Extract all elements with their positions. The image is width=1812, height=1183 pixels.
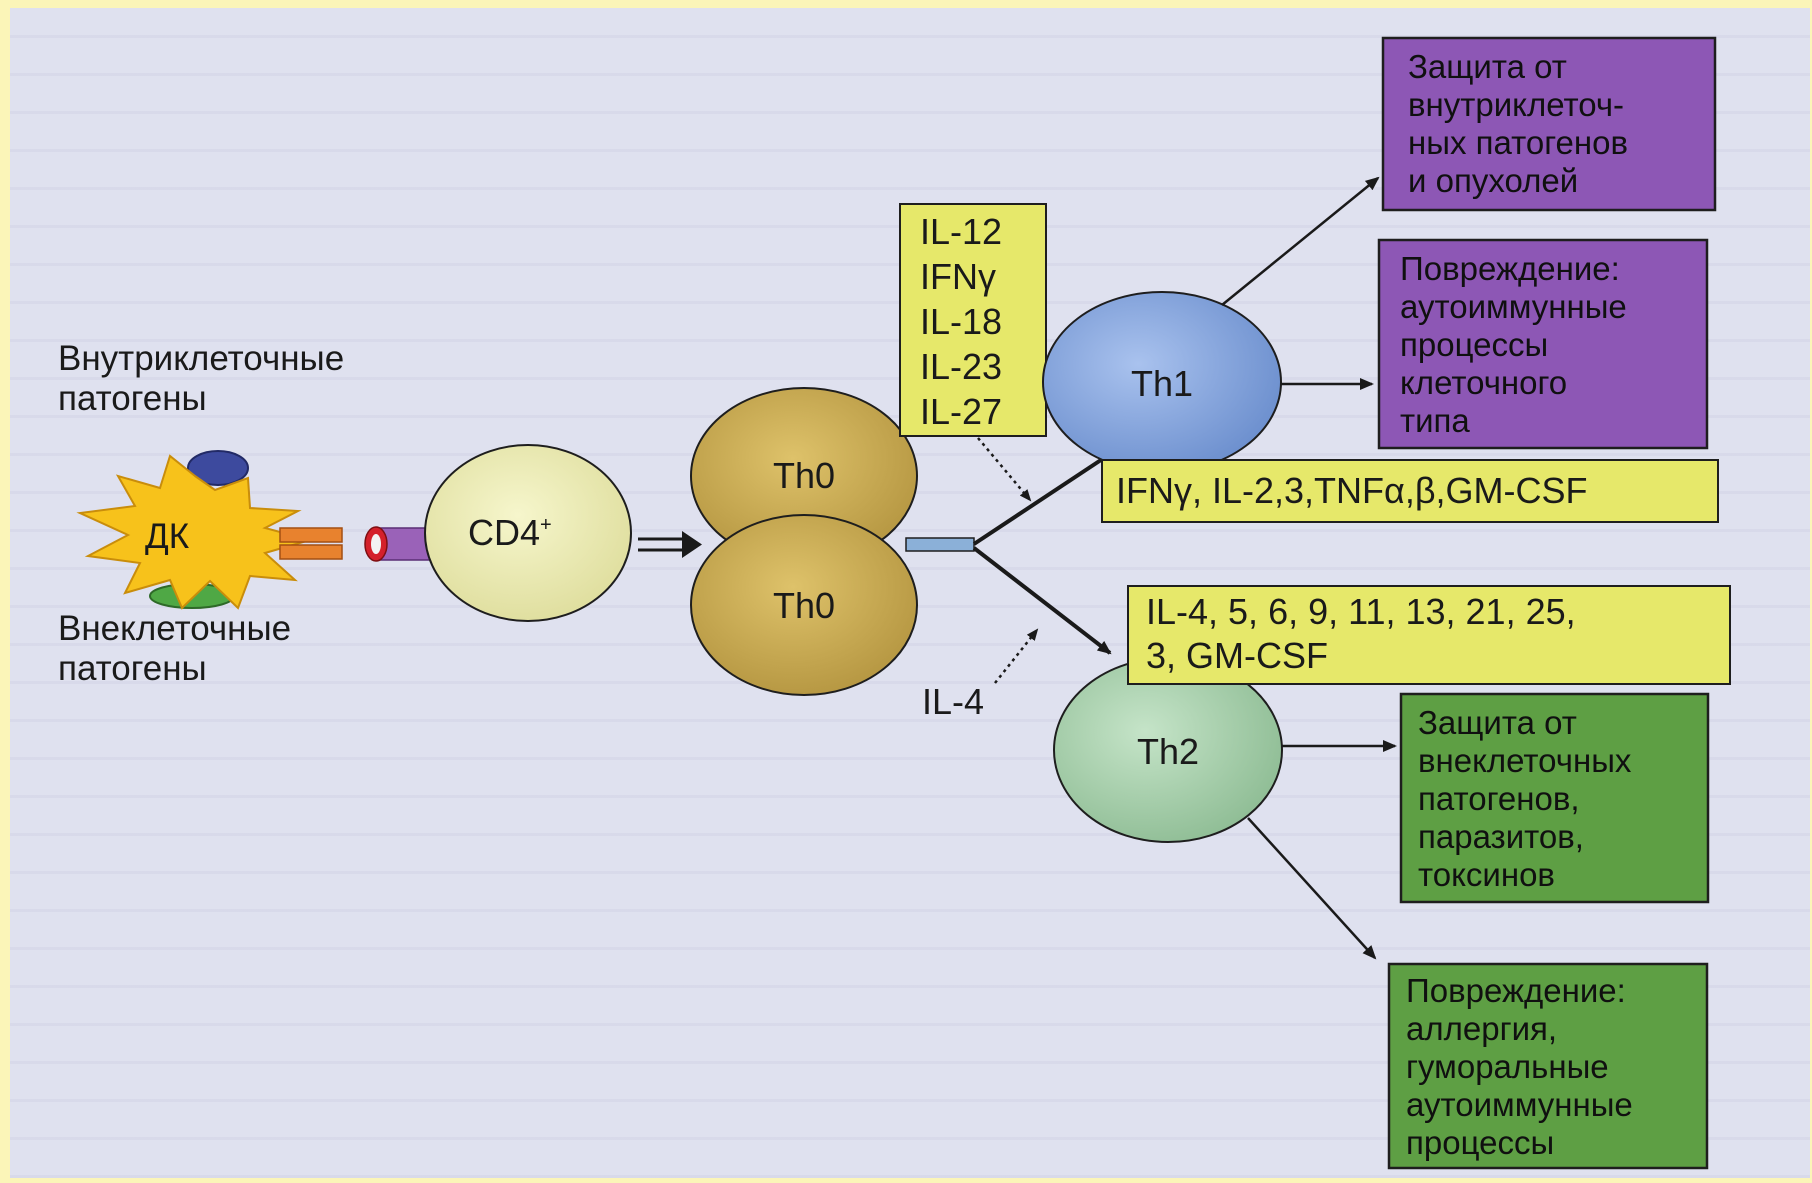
svg-text:внеклеточных: внеклеточных — [1418, 742, 1632, 779]
th0-bottom-label: Th0 — [773, 585, 835, 626]
svg-text:патогены: патогены — [58, 649, 207, 688]
svg-text:IL-18: IL-18 — [920, 301, 1002, 342]
svg-text:аллергия,: аллергия, — [1406, 1010, 1557, 1047]
svg-text:Внутриклеточные: Внутриклеточные — [58, 339, 344, 378]
svg-text:патогены: патогены — [58, 379, 207, 418]
svg-text:аутоиммунные: аутоиммунные — [1400, 288, 1627, 325]
svg-text:IFNγ: IFNγ — [920, 256, 996, 297]
svg-text:ных патогенов: ных патогенов — [1408, 124, 1628, 161]
svg-text:Повреждение:: Повреждение: — [1400, 250, 1620, 287]
th0-top-label: Th0 — [773, 455, 835, 496]
svg-text:типа: типа — [1400, 402, 1470, 439]
th0-cell-top: Th0 — [690, 387, 918, 565]
svg-text:Защита от: Защита от — [1408, 48, 1567, 85]
th2-protection-box: Защита от внеклеточных патогенов, парази… — [1399, 692, 1710, 904]
th1-cytokines-box: IFNγ, IL-2,3,TNFα,β,GM-CSF — [1101, 459, 1719, 523]
th1-label: Th1 — [1131, 363, 1193, 404]
th2-label: Th2 — [1137, 731, 1199, 772]
th1-to-protection-arrow — [1221, 176, 1380, 306]
svg-text:клеточного: клеточного — [1400, 364, 1567, 401]
svg-text:процессы: процессы — [1400, 326, 1548, 363]
svg-text:IL-27: IL-27 — [920, 391, 1002, 432]
svg-text:IL-23: IL-23 — [920, 346, 1002, 387]
dendritic-cell: ДК — [76, 450, 314, 610]
cd4-label: CD4+ — [468, 512, 552, 553]
svg-text:патогенов,: патогенов, — [1418, 780, 1580, 817]
th0-branch-connector — [905, 537, 975, 552]
svg-text:гуморальные: гуморальные — [1406, 1048, 1609, 1085]
extracellular-pathogens-label: Внеклеточные патогены — [58, 609, 291, 688]
svg-text:и опухолей: и опухолей — [1408, 162, 1578, 199]
svg-text:IL-12: IL-12 — [920, 211, 1002, 252]
tcr-receptor — [364, 526, 431, 562]
th2-cytokines-box: IL-4, 5, 6, 9, 11, 13, 21, 25, 3, GM-CSF — [1127, 585, 1731, 685]
th1-inducer-arrow — [977, 437, 1032, 502]
branch-to-th2-arrow — [972, 546, 1112, 655]
th1-protection-box: Защита от внутриклеточ- ных патогенов и … — [1381, 36, 1717, 212]
th-differentiation-diagram: Внутриклеточные патогены Внеклеточные па… — [58, 36, 1731, 1170]
th1-damage-box: Повреждение: аутоиммунные процессы клето… — [1377, 238, 1709, 450]
svg-text:токсинов: токсинов — [1418, 856, 1555, 893]
svg-text:IFNγ, IL-2,3,TNFα,β,GM-CSF: IFNγ, IL-2,3,TNFα,β,GM-CSF — [1116, 470, 1588, 511]
intracellular-antigen-icon — [187, 450, 249, 486]
svg-text:паразитов,: паразитов, — [1418, 818, 1584, 855]
th0-cell-bottom: Th0 — [690, 514, 918, 696]
svg-text:процессы: процессы — [1406, 1124, 1554, 1161]
dc-label: ДК — [145, 517, 190, 556]
svg-text:3, GM-CSF: 3, GM-CSF — [1146, 635, 1328, 676]
th1-cell: Th1 — [1042, 291, 1282, 473]
svg-text:аутоиммунные: аутоиммунные — [1406, 1086, 1633, 1123]
mhc-complex — [279, 527, 343, 560]
branch-to-th1-arrow — [972, 452, 1112, 546]
cd4-cell: CD4+ — [424, 444, 632, 622]
th2-to-damage-arrow — [1247, 817, 1377, 960]
svg-text:IL-4, 5, 6, 9, 11, 13, 21, 25,: IL-4, 5, 6, 9, 11, 13, 21, 25, — [1146, 591, 1576, 632]
th2-damage-box: Повреждение: аллергия, гуморальные аутои… — [1387, 962, 1709, 1170]
svg-text:Внеклеточные: Внеклеточные — [58, 609, 291, 648]
cd4-to-th0-arrow — [638, 531, 702, 558]
diagram-canvas: Внутриклеточные патогены Внеклеточные па… — [10, 8, 1810, 1178]
svg-text:Защита от: Защита от — [1418, 704, 1577, 741]
il4-label: IL-4 — [922, 681, 984, 722]
th1-inducers-box: IL-12 IFNγ IL-18 IL-23 IL-27 — [899, 203, 1047, 437]
svg-text:внутриклеточ-: внутриклеточ- — [1408, 86, 1624, 123]
dendritic-cell-shape — [76, 454, 314, 610]
svg-text:Повреждение:: Повреждение: — [1406, 972, 1626, 1009]
th2-cell: Th2 — [1053, 657, 1283, 843]
il4-inducer-arrow — [994, 628, 1039, 684]
intracellular-pathogens-label: Внутриклеточные патогены — [58, 339, 344, 418]
